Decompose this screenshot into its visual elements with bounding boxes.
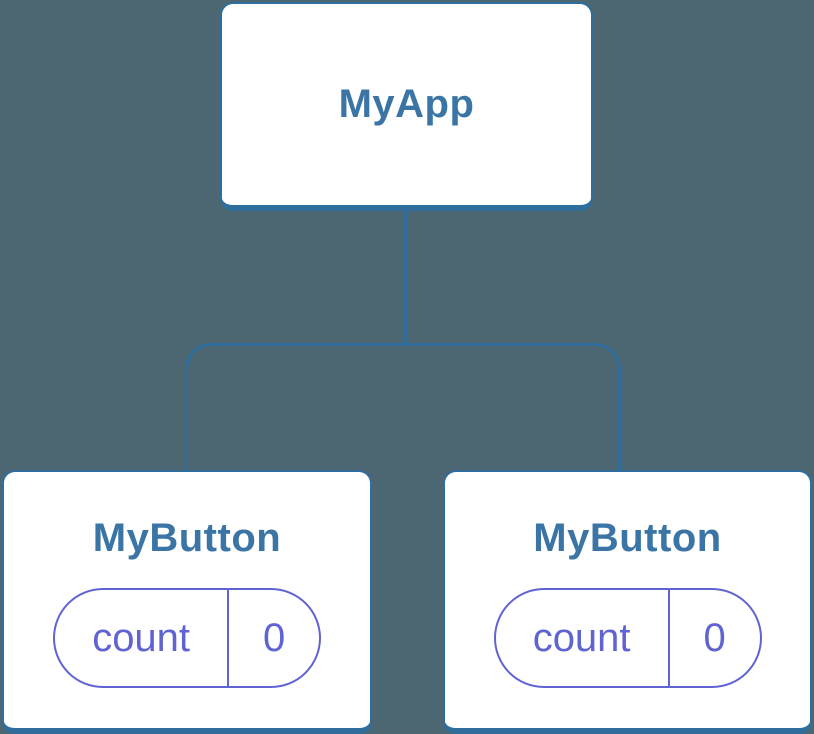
state-pill: count 0 <box>493 588 762 688</box>
state-pill: count 0 <box>53 588 321 688</box>
state-key-label: count <box>55 590 230 686</box>
component-label: MyButton <box>92 516 282 560</box>
component-node-mybutton-left: MyButton count 0 <box>2 470 372 734</box>
state-value: 0 <box>262 615 286 660</box>
component-node-mybutton-right: MyButton count 0 <box>443 470 812 734</box>
children-connector-bracket <box>185 343 621 471</box>
component-label: MyApp <box>338 82 475 126</box>
parent-connector-line <box>404 209 407 345</box>
state-value: 0 <box>703 615 726 660</box>
component-label: MyButton <box>533 516 722 560</box>
state-key-label: count <box>496 590 670 686</box>
component-node-myapp: MyApp <box>220 2 593 211</box>
